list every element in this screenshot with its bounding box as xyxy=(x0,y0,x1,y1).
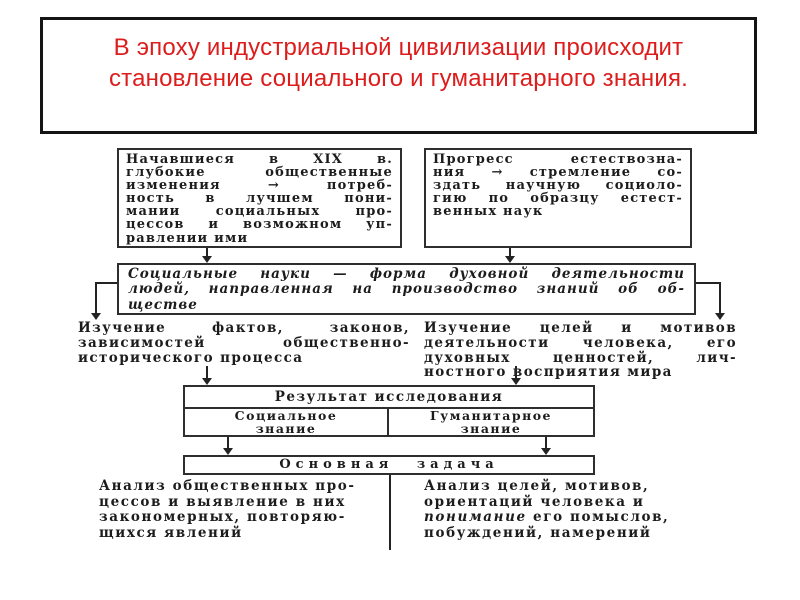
text-line: Социальные науки — форма духовной деятел… xyxy=(128,266,685,282)
connector-arrow xyxy=(715,282,725,320)
result-cells: Социальное знание Гуманитарное знание xyxy=(185,409,593,435)
text-line: Прогресс естествозна- xyxy=(433,152,683,167)
italic-word: понимание xyxy=(424,509,527,526)
box-main-task: Основная задача xyxy=(183,455,595,475)
text-line: ществе xyxy=(128,296,198,313)
result-header: Результат исследования xyxy=(185,387,593,409)
box-research-result: Результат исследования Социальное знание… xyxy=(183,385,595,437)
text-line: ния → стремление со- xyxy=(433,165,683,181)
text-line: зависимостей общественно- xyxy=(78,334,410,351)
text-line: закономерных, повторяю- xyxy=(99,509,346,526)
text-analysis-processes: Анализ общественных про- цессов и выявле… xyxy=(99,478,421,541)
text-study-goals: Изучение целей и мотивов деятельности че… xyxy=(424,321,737,380)
divider-line xyxy=(389,475,391,550)
text-line: венных наук xyxy=(433,204,544,220)
connector-arrow xyxy=(541,437,551,455)
text-line: Социальное xyxy=(234,408,338,423)
flowchart: Начавшиеся в XIX в. глубокие общественны… xyxy=(0,130,800,600)
text-line: здать научную социоло- xyxy=(433,178,683,194)
text-line: ностного восприятия мира xyxy=(424,364,673,381)
text-line: людей, направленная на производство знан… xyxy=(128,281,685,298)
text-fragment: его помыслов, xyxy=(526,509,670,526)
text-line: ориентаций человека и xyxy=(424,493,645,510)
text-line: мании социальных про- xyxy=(126,204,393,220)
text-line: знание xyxy=(460,420,522,436)
text-line: цессов и выявление в них xyxy=(99,493,346,510)
cell-social-knowledge: Социальное знание xyxy=(185,409,389,435)
connector-line xyxy=(96,282,117,284)
connector-arrow xyxy=(202,366,212,385)
text-line: Изучение целей и мотивов xyxy=(424,320,737,336)
connector-line xyxy=(696,282,721,284)
text-line: ность в лучшем пони- xyxy=(126,191,393,207)
text-line: цессов и возможном уп- xyxy=(126,217,393,233)
connector-arrow xyxy=(91,282,101,320)
text-study-facts: Изучение фактов, законов, зависимостей о… xyxy=(78,321,410,365)
connector-arrow xyxy=(505,248,515,263)
task-label: Основная задача xyxy=(279,457,499,472)
text-line: побуждений, намерений xyxy=(424,524,652,541)
box-science-progress: Прогресс естествозна- ния → стремление с… xyxy=(424,148,692,248)
text-line: изменения → потреб- xyxy=(126,178,393,194)
text-analysis-goals: Анализ целей, мотивов, ориентаций челове… xyxy=(424,478,724,541)
connector-arrow xyxy=(223,437,233,455)
title-text-line: В эпоху индустриальной цивилизации проис… xyxy=(113,34,684,61)
title-text-line: становление социального и гуманитарного … xyxy=(108,65,689,92)
text-line: понимание его помыслов, xyxy=(424,509,724,526)
text-line: равлении ими xyxy=(126,230,249,246)
text-line: гию по образцу естест- xyxy=(433,191,683,207)
text-line: деятельности человека, его xyxy=(424,334,737,351)
text-line: Начавшиеся в XIX в. xyxy=(126,152,393,167)
title-panel: В эпоху индустриальной цивилизации проис… xyxy=(40,17,757,134)
text-line: духовных ценностей, лич- xyxy=(424,349,737,366)
text-line: Гуманитарное xyxy=(429,408,553,423)
text-line: глубокие общественные xyxy=(126,165,393,181)
text-line: Анализ общественных про- xyxy=(99,478,356,494)
text-line: Анализ целей, мотивов, xyxy=(424,478,650,494)
box-social-sciences-definition: Социальные науки — форма духовной деятел… xyxy=(117,263,696,315)
box-social-changes: Начавшиеся в XIX в. глубокие общественны… xyxy=(117,148,402,248)
connector-arrow xyxy=(202,248,212,263)
text-line: знание xyxy=(255,420,317,436)
text-line: Изучение фактов, законов, xyxy=(78,320,410,336)
text-line: щихся явлений xyxy=(99,524,243,541)
cell-humanitarian-knowledge: Гуманитарное знание xyxy=(389,409,593,435)
connector-arrow xyxy=(511,366,521,385)
text-line: исторического процесса xyxy=(78,349,304,366)
